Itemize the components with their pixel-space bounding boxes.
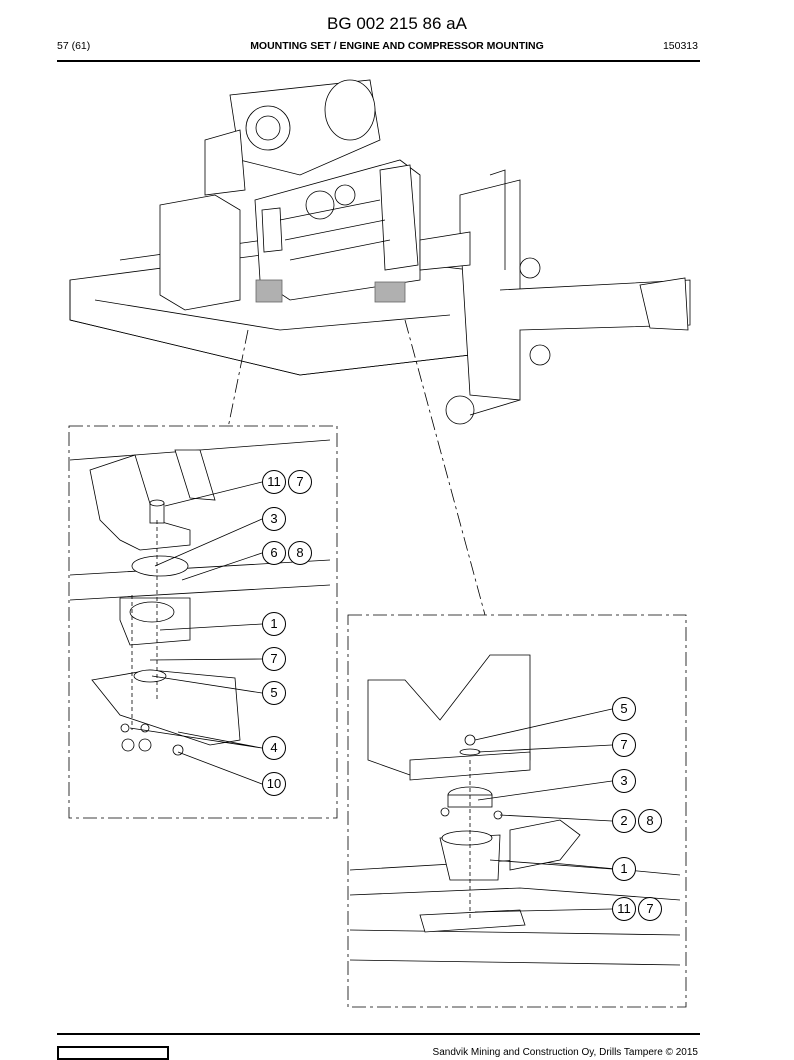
mount-highlight-left [255,279,283,303]
section-title: MOUNTING SET / ENGINE AND COMPRESSOR MOU… [250,40,544,52]
callout-8: 8 [638,809,662,833]
mount-highlight-right [374,281,406,303]
callout-7: 7 [612,733,636,757]
left-detail-illustration [69,439,331,756]
callout-5: 5 [262,681,286,705]
callout-8: 8 [288,541,312,565]
callout-7: 7 [638,897,662,921]
detail-box-left [68,425,338,819]
sandvik-logo [57,1046,169,1060]
callout-11: 11 [262,470,286,494]
callout-11: 11 [612,897,636,921]
callout-10: 10 [262,772,286,796]
footer-rule [57,1033,700,1035]
callout-1: 1 [612,857,636,881]
document-code: BG 002 215 86 aA [327,14,467,33]
callout-3: 3 [262,507,286,531]
detail-box-right [347,614,687,1008]
page-number: 57 (61) [57,40,91,52]
header-rule [57,60,700,62]
callout-2: 2 [612,809,636,833]
leader-line-left [227,329,249,429]
callout-5: 5 [612,697,636,721]
leader-line-right [404,319,486,616]
callout-7: 7 [262,647,286,671]
callout-4: 4 [262,736,286,760]
callout-6: 6 [262,541,286,565]
callout-7: 7 [288,470,312,494]
date-code: 150313 [662,40,698,52]
callout-1: 1 [262,612,286,636]
callout-3: 3 [612,769,636,793]
right-detail-illustration [349,654,681,966]
